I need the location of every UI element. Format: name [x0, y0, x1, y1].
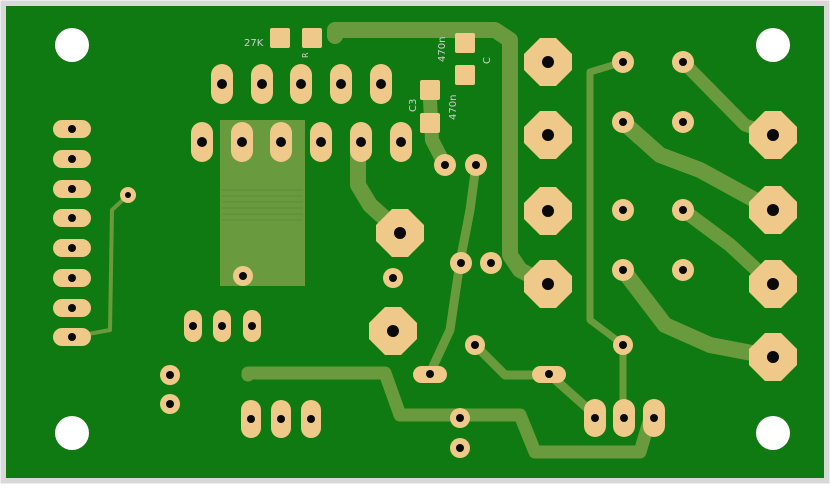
- trace-relay-feed: [470, 340, 600, 420]
- r1-pad-2: [302, 28, 322, 48]
- mounting-hole-top-left: [55, 28, 89, 62]
- large-pads: [369, 38, 797, 381]
- mounting-hole-bottom-right: [756, 416, 790, 450]
- c3-pad-1: [420, 80, 440, 100]
- c1-pad-1: [455, 33, 475, 53]
- mounting-hole-bottom-left: [55, 416, 89, 450]
- trace-left-signal: [70, 193, 130, 339]
- trace-right-vertical: [586, 58, 627, 419]
- label-c1-value: 470n: [437, 37, 448, 62]
- trace-out-4: [615, 262, 781, 365]
- driver-pads: [584, 399, 665, 437]
- round-pads: [120, 51, 694, 458]
- label-r1-value: 27K: [244, 38, 264, 49]
- ic-pads: [191, 64, 412, 162]
- mounting-hole-top-right: [756, 28, 790, 62]
- label-c1-ref: C: [482, 57, 493, 64]
- label-c3-ref: C3: [408, 99, 419, 112]
- regulator-pads: [241, 400, 321, 438]
- silkscreen: 27K R 470n C 470n C3: [244, 37, 493, 120]
- label-r1-ref: R: [301, 52, 310, 58]
- c3-pad-2: [420, 113, 440, 133]
- trace-top-bus: [327, 22, 556, 293]
- trace-out-2: [615, 114, 781, 218]
- mounting-holes: [55, 28, 790, 450]
- connector-left: [53, 120, 91, 346]
- copper-pour-hatch: [222, 189, 303, 221]
- r1-pad-1: [270, 28, 290, 48]
- horizontal-oval-pads: [413, 366, 566, 383]
- smd-pads: [270, 28, 475, 133]
- transistor-pads: [184, 310, 261, 342]
- label-c3-value: 470n: [448, 95, 459, 120]
- c1-pad-2: [455, 65, 475, 85]
